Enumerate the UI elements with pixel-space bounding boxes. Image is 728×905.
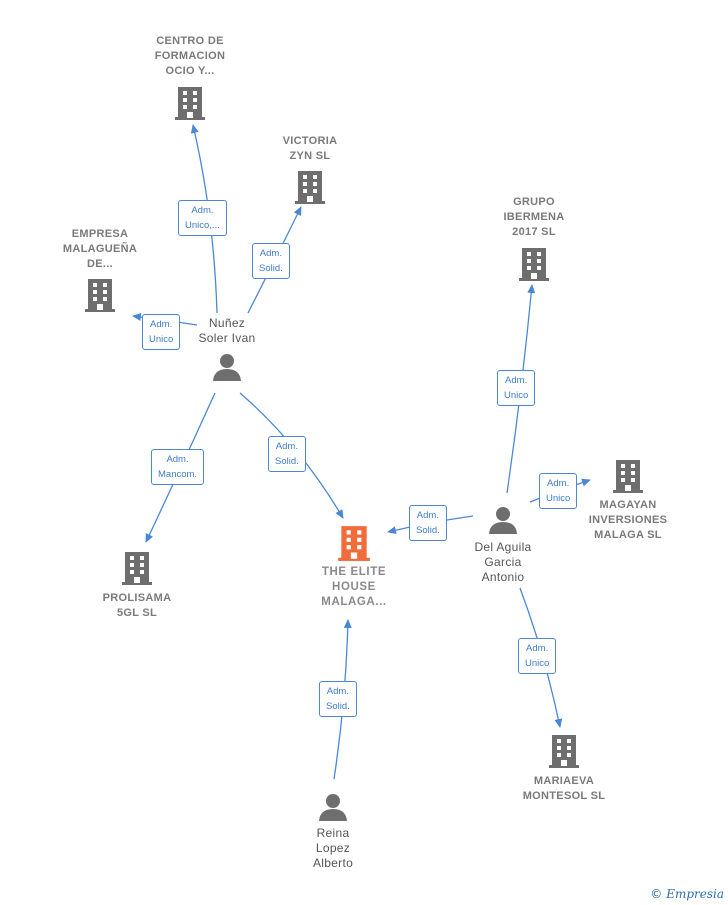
building-icon [549, 735, 579, 768]
building-icon [85, 279, 115, 312]
building-icon [519, 248, 549, 281]
edge-label-delaguila-magayan[interactable]: Adm.Unico [539, 473, 578, 509]
building-icon [613, 460, 643, 493]
edge-label-reina-elite[interactable]: Adm.Solid. [319, 681, 357, 717]
edge-label-nunez-elite[interactable]: Adm.Solid. [268, 436, 306, 472]
credit[interactable]: ©Empresia [650, 887, 724, 901]
building-icon [175, 87, 205, 120]
building-icon [338, 526, 370, 561]
edge-label-nunez-victoria[interactable]: Adm.Solid. [252, 243, 290, 279]
edge-label-delaguila-elite[interactable]: Adm.Solid. [409, 505, 447, 541]
edge-label-nunez-centro[interactable]: Adm.Unico,... [178, 200, 227, 236]
edge-label-delaguila-mariaeva[interactable]: Adm.Unico [518, 638, 557, 674]
person-icon [319, 794, 347, 821]
person-icon [489, 507, 517, 534]
edge-label-delaguila-grupo[interactable]: Adm.Unico [497, 370, 536, 406]
copyright-icon: © [650, 887, 663, 901]
building-icon [295, 171, 325, 204]
brand-logo: Empresia [666, 887, 724, 901]
building-icon [122, 552, 152, 585]
person-icon [213, 354, 241, 381]
edge-label-nunez-empresa[interactable]: Adm.Unico [142, 314, 181, 350]
edge-label-nunez-prolisama[interactable]: Adm.Mancom. [151, 449, 205, 485]
